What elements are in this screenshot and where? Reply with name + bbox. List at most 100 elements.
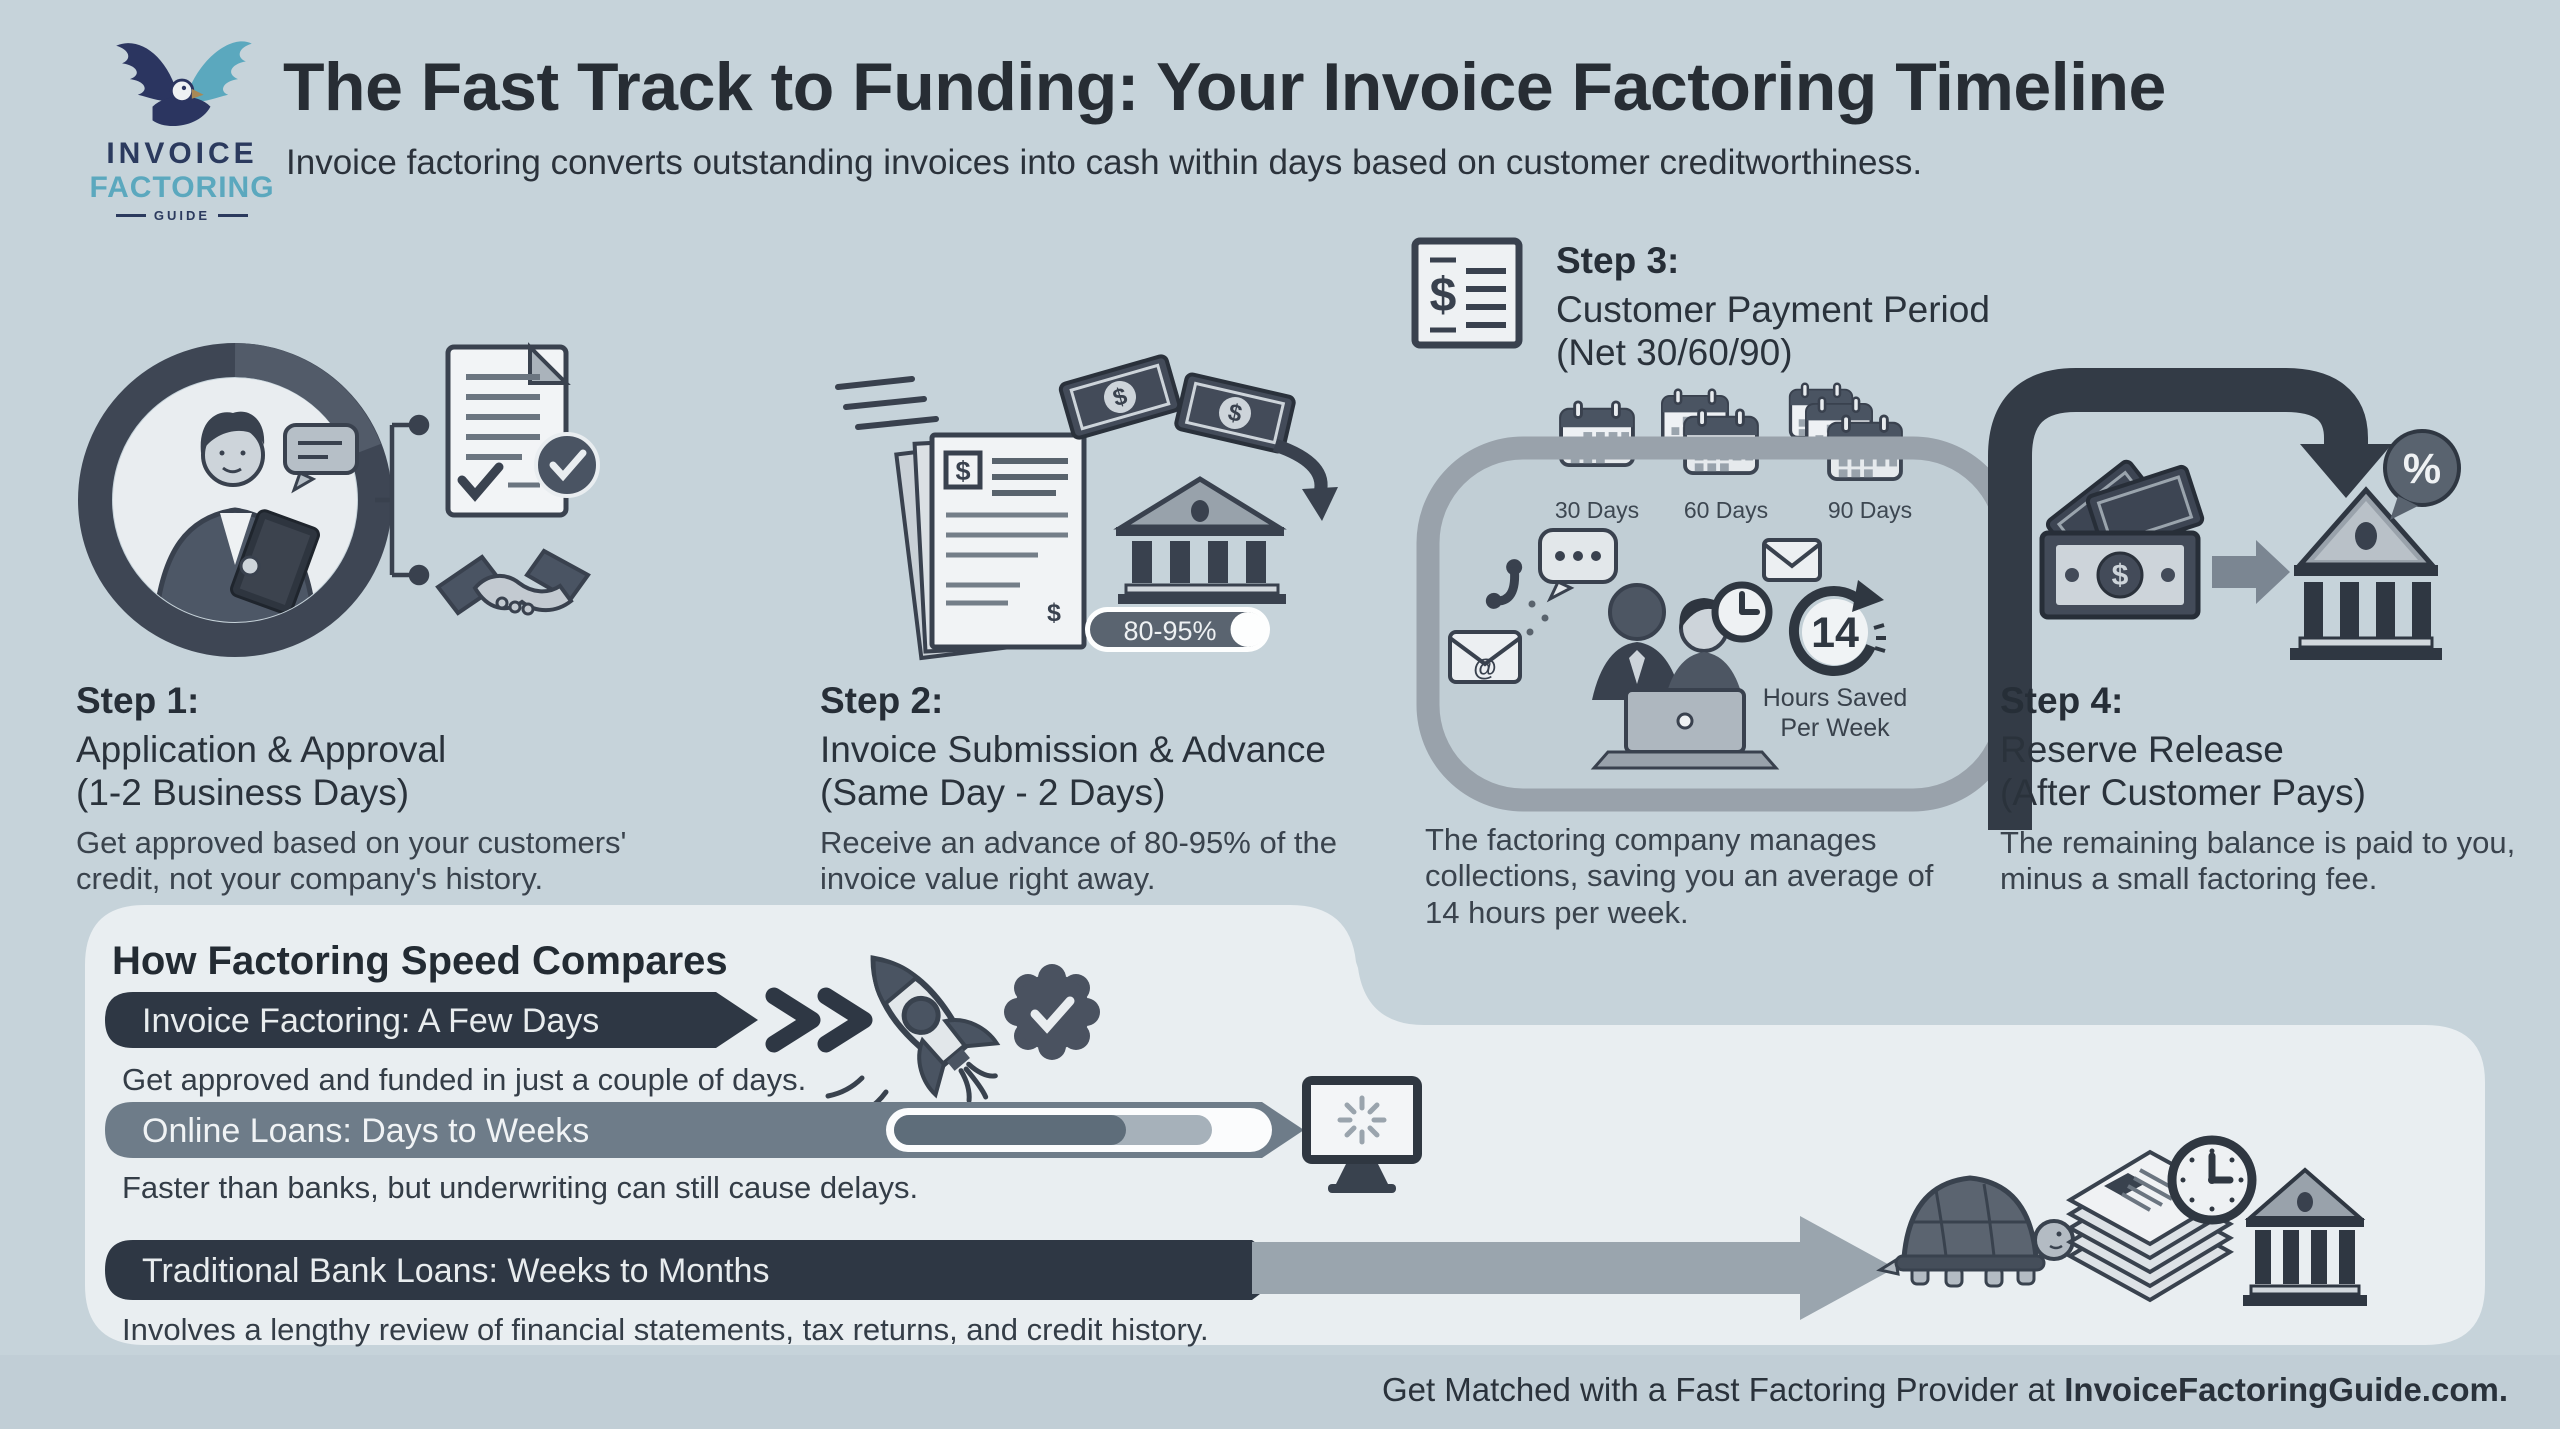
rocket-icon [870, 955, 1001, 1104]
speed-bar-bank-loans-label: Traditional Bank Loans: Weeks to Months [142, 1252, 769, 1290]
step1-text: Step 1: Application & Approval (1-2 Busi… [76, 680, 736, 897]
step2-description: Receive an advance of 80-95% of the invo… [820, 824, 1338, 897]
speed-bar-invoice-factoring-label: Invoice Factoring: A Few Days [142, 1002, 599, 1040]
phone-icon [1485, 559, 1523, 609]
chat-bubble-icon [283, 423, 359, 494]
money-bills-icon: $ [2039, 459, 2205, 620]
page-title: The Fast Track to Funding: Your Invoice … [283, 49, 2166, 125]
waiting-clock-icon [2167, 1135, 2257, 1225]
collections-illustration: @ [1416, 436, 2020, 812]
factoring-agent-icon [1592, 583, 1682, 700]
long-duration-arrow [1252, 1216, 1895, 1320]
step1-title-line2: (1-2 Business Days) [76, 771, 410, 813]
step3-label: Step 3: [1556, 240, 1680, 281]
invoice-icon: $ [1411, 237, 1523, 349]
svg-text:$: $ [955, 456, 970, 486]
step2-illustration: $ $ $ $ [835, 354, 1338, 661]
footer-band: Get Matched with a Fast Factoring Provid… [0, 1355, 2560, 1429]
step1-label: Step 1: [76, 680, 200, 721]
speed-bar-invoice-factoring [105, 992, 758, 1048]
check-badge-icon [534, 432, 600, 498]
step3-header: Step 3: Customer Payment Period (Net 30/… [1556, 240, 2196, 375]
step1-illustration [78, 342, 600, 657]
hours-saved-badge: 14 [1788, 580, 1886, 676]
step3-title-line1: Customer Payment Period [1556, 289, 1990, 330]
logo-rule-right [218, 214, 249, 217]
row2-description: Faster than banks, but underwriting can … [122, 1170, 918, 1205]
money-bill-icon: $ [1174, 372, 1296, 454]
person-with-tablet-icon [152, 411, 320, 622]
step2-label: Step 2: [820, 680, 944, 721]
svg-text:$: $ [1047, 599, 1061, 627]
curved-arrow-icon [1272, 438, 1338, 521]
step1-description: Get approved based on your customers' cr… [76, 824, 627, 897]
speed-bar-bank-loans [105, 1240, 1292, 1300]
envelope-icon [1762, 538, 1822, 582]
footer-text: Get Matched with a Fast Factoring Provid… [1382, 1371, 2508, 1409]
money-bill-icon: $ [1058, 354, 1182, 440]
bank-building-icon [2290, 486, 2442, 660]
step3-title-line2: (Net 30/60/90) [1556, 331, 1793, 373]
handshake-icon [435, 548, 591, 616]
step2-text: Step 2: Invoice Submission & Advance (Sa… [820, 680, 1480, 897]
step1-title-line1: Application & Approval [76, 729, 447, 770]
row3-description: Involves a lengthy review of financial s… [122, 1312, 1209, 1347]
laptop-icon [1590, 688, 1780, 770]
bank-icon [1113, 476, 1287, 604]
verified-badge-icon [1004, 964, 1100, 1060]
step4-text: Step 4: Reserve Release (After Customer … [2000, 680, 2560, 897]
chat-dots-icon [1538, 528, 1618, 603]
calendar-30-label: 30 Days [1555, 497, 1639, 523]
chevrons-icon [765, 987, 873, 1053]
logo-text-guide-row: GUIDE [68, 208, 296, 223]
speed-lines [835, 376, 939, 430]
step3-description: The factoring company manages collection… [1425, 822, 1934, 930]
logo-rule-left [115, 214, 146, 217]
bank-building-icon [2243, 1167, 2367, 1306]
hours-saved-caption1: Hours Saved [1763, 684, 1908, 712]
comparison-section: How Factoring Speed Compares Invoice Fac… [85, 905, 2485, 1347]
email-at-icon: @ [1448, 630, 1522, 684]
loading-progress-capsule [886, 1108, 1272, 1152]
percent-badge-label: % [2403, 445, 2441, 493]
advance-badge-label: 80-95% [1123, 616, 1216, 646]
transfer-arrow-icon [2212, 540, 2290, 604]
step4-illustration: $ % [1988, 368, 2461, 830]
svg-text:$: $ [1430, 269, 1457, 322]
calendar-60-label: 60 Days [1684, 497, 1768, 523]
step4-description: The remaining balance is paid to you, mi… [2000, 824, 2516, 897]
comparison-heading: How Factoring Speed Compares [112, 939, 728, 983]
row1-description: Get approved and funded in just a couple… [122, 1062, 806, 1097]
step4-title-line2: (After Customer Pays) [2000, 771, 2366, 813]
advance-progress-pill: 80-95% [1085, 607, 1270, 652]
hours-saved-caption2: Per Week [1780, 714, 1890, 742]
step4-title-line1: Reserve Release [2000, 729, 2284, 770]
calendar-60-icon: 60 Days [1661, 388, 1768, 523]
percent-bubble-badge: % [2383, 429, 2461, 520]
page-subtitle: Invoice factoring converts outstanding i… [286, 143, 1923, 182]
svg-text:@: @ [1473, 655, 1496, 682]
speed-bar-online-loans-label: Online Loans: Days to Weeks [142, 1112, 589, 1150]
clock-icon [1711, 581, 1773, 643]
calendar-90-label: 90 Days [1828, 497, 1912, 523]
eagle-logo-icon [116, 41, 252, 126]
payment-period-calendars: 30 Days 60 Days 90 Days [1555, 382, 1912, 523]
connector-lines [375, 414, 430, 586]
svg-text:$: $ [2112, 559, 2129, 592]
calendar-30-icon: 30 Days [1555, 400, 1639, 523]
loading-monitor-icon [1302, 1076, 1422, 1193]
invoice-stack-icon: $ $ [894, 432, 1087, 661]
calendar-90-icon: 90 Days [1788, 382, 1912, 523]
footer-cta: Get Matched with a Fast Factoring Provid… [1381, 1371, 2065, 1408]
hours-saved-value: 14 [1811, 609, 1859, 657]
logo: INVOICE FACTORING GUIDE [68, 30, 296, 223]
logo-text-factoring: FACTORING [89, 171, 275, 204]
turtle-icon [1876, 1175, 2075, 1288]
flow-pipe-arrow [1988, 368, 2392, 830]
logo-text-guide: GUIDE [153, 208, 211, 223]
footer-brand: InvoiceFactoringGuide.com. [2064, 1371, 2508, 1408]
step2-title-line2: (Same Day - 2 Days) [820, 771, 1166, 813]
step2-title-line1: Invoice Submission & Advance [820, 729, 1326, 770]
step4-label: Step 4: [2000, 680, 2124, 721]
